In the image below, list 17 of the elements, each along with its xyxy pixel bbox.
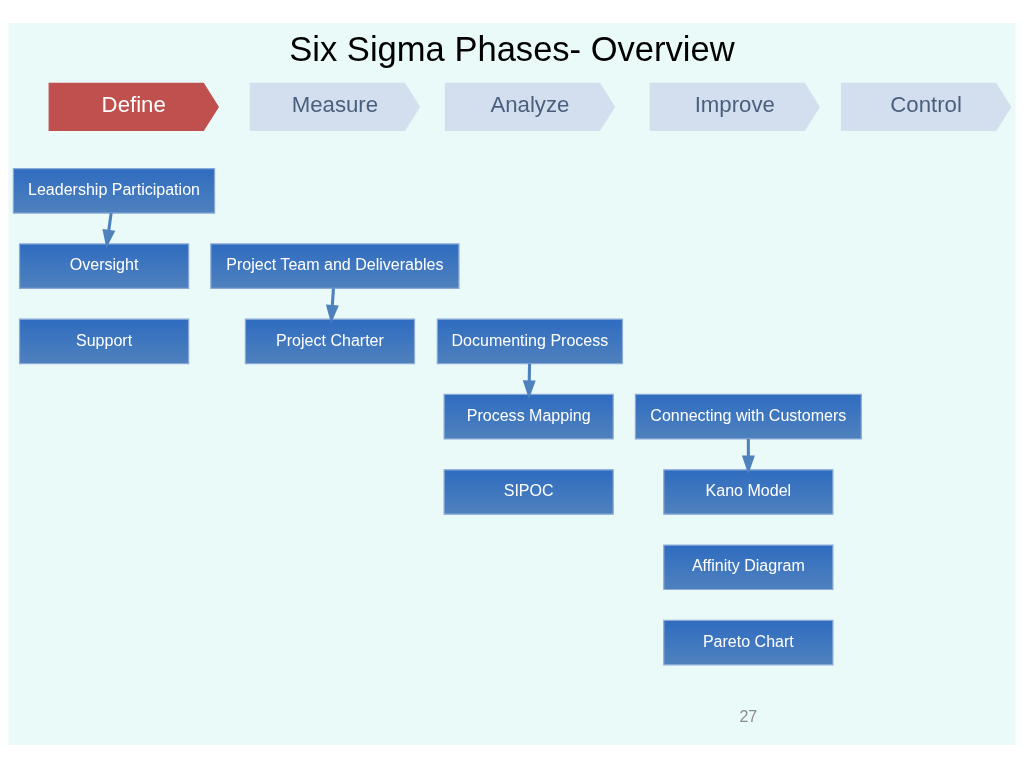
label: 27 — [739, 707, 758, 726]
node-box: Kano Model — [663, 469, 834, 515]
arrow — [325, 288, 339, 324]
node-box: SIPOC — [443, 469, 614, 515]
node-box: Connecting with Customers — [634, 393, 862, 440]
node-box: Project Charter — [244, 318, 416, 365]
node-box: Documenting Process — [436, 318, 624, 365]
node-box: Affinity Diagram — [663, 544, 834, 591]
node-box: Support — [18, 318, 190, 365]
diagram-title: Six Sigma Phases- Overview — [289, 29, 735, 68]
node-box: Project Team and Deliverables — [210, 243, 460, 289]
arrow — [102, 212, 116, 249]
node-box: Oversight — [18, 243, 190, 289]
node-box: Process Mapping — [443, 393, 614, 440]
arrow — [741, 439, 755, 475]
node-box: Leadership Participation — [12, 168, 216, 214]
node-box: Pareto Chart — [663, 619, 834, 666]
